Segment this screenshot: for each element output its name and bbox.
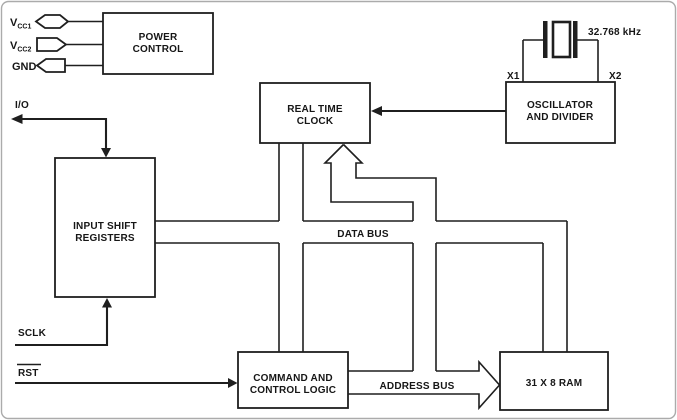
- input-shift-registers-block: INPUT SHIFT REGISTERS: [54, 157, 156, 298]
- osc-rtc-arrow-left-icon: [371, 106, 382, 116]
- vcc1-pin-symbol: [34, 14, 70, 29]
- data-bus: DATA BUS: [155, 143, 568, 371]
- svg-text:SCLK: SCLK: [18, 328, 47, 339]
- svg-text:POWER: POWER: [139, 32, 178, 43]
- sclk-wire: [15, 305, 109, 347]
- vcc2-pin: VCC2: [10, 37, 103, 54]
- svg-text:CLOCK: CLOCK: [297, 116, 334, 127]
- crystal-symbol: 32.768 kHz X1 X2: [507, 20, 641, 82]
- ram-block: 31 X 8 RAM: [499, 351, 609, 411]
- osc-to-rtc-arrow: [371, 106, 506, 116]
- io-pin: I/O: [11, 100, 111, 158]
- real-time-clock-box: [259, 82, 371, 144]
- real-time-clock-block: REAL TIME CLOCK: [259, 82, 371, 144]
- address-bus-label: ADDRESS BUS: [380, 381, 455, 392]
- rst-arrow-right-icon: [228, 378, 238, 388]
- io-arrow-down-icon: [101, 148, 111, 158]
- vcc1-pin: VCC1: [10, 14, 103, 31]
- gnd-pin: GND: [12, 58, 103, 73]
- power-control-block: POWER CONTROL: [102, 12, 214, 75]
- oscillator-block: OSCILLATOR AND DIVIDER: [505, 81, 616, 144]
- svg-text:X1: X1: [507, 71, 520, 82]
- data-bus-to-address-channel: [412, 243, 437, 371]
- ram-box: [499, 351, 609, 411]
- svg-text:X2: X2: [609, 71, 622, 82]
- input-shift-registers-box: [54, 157, 156, 298]
- command-control-box: [237, 351, 349, 409]
- svg-text:CONTROL: CONTROL: [133, 44, 184, 55]
- io-wire: [20, 117, 108, 150]
- sclk-pin: SCLK: [15, 298, 112, 347]
- rst-pin: RST: [15, 363, 238, 388]
- address-bus: ADDRESS BUS: [348, 359, 501, 411]
- sclk-arrow-up-icon: [102, 298, 112, 308]
- svg-text:OSCILLATOR: OSCILLATOR: [527, 100, 594, 111]
- crystal-body: [551, 20, 572, 59]
- rtc-control-bus-channel: [278, 143, 304, 352]
- io-arrow-left-icon: [11, 114, 23, 124]
- svg-text:REAL TIME: REAL TIME: [287, 104, 343, 115]
- data-bus-to-ram-channel: [542, 221, 568, 352]
- vcc2-pin-symbol: [36, 37, 68, 52]
- svg-text:31 X 8 RAM: 31 X 8 RAM: [526, 378, 582, 389]
- oscillator-box: [505, 81, 616, 144]
- svg-text:AND DIVIDER: AND DIVIDER: [526, 112, 594, 123]
- command-control-block: COMMAND AND CONTROL LOGIC: [237, 351, 349, 409]
- rtc-bus-arrow-left-outline: [323, 143, 414, 221]
- svg-text:REGISTERS: REGISTERS: [75, 233, 135, 244]
- crystal-plate-right: [573, 21, 578, 58]
- svg-text:RST: RST: [18, 368, 39, 379]
- svg-text:INPUT SHIFT: INPUT SHIFT: [73, 221, 137, 232]
- svg-text:CONTROL LOGIC: CONTROL LOGIC: [250, 385, 336, 396]
- crystal-plate-left: [543, 21, 548, 58]
- crystal-frequency-label: 32.768 kHz: [588, 27, 641, 38]
- data-bus-label: DATA BUS: [337, 229, 389, 240]
- power-control-box: [102, 12, 214, 75]
- svg-text:VCC1: VCC1: [10, 17, 31, 31]
- rtc-bus-arrow-right-outline: [342, 143, 437, 221]
- svg-text:I/O: I/O: [15, 100, 29, 111]
- svg-text:COMMAND AND: COMMAND AND: [253, 373, 333, 384]
- gnd-pin-symbol: [35, 58, 66, 73]
- svg-text:GND: GND: [12, 61, 37, 73]
- svg-text:VCC2: VCC2: [10, 40, 31, 54]
